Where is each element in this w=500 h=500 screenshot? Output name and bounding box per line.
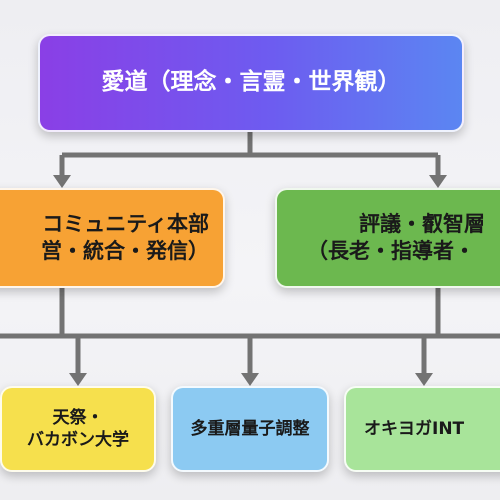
arrowhead-right-branch (429, 175, 447, 188)
root-label: 愛道（理念・言霊・世界観） (101, 69, 401, 96)
arrowhead-leaf-3 (415, 373, 433, 386)
leaf-festival-line-2: バカボン大学 (27, 430, 129, 450)
community-line-2: 営・統合・発信） (41, 239, 209, 263)
leaf-okiyoga-label: オキヨガINT (364, 418, 465, 439)
root-node: 愛道（理念・言霊・世界観） (38, 34, 464, 132)
council-line-2: （長老・指導者・ (307, 239, 475, 263)
arrowhead-left-branch (53, 175, 71, 188)
community-line-1: コミュニティ本部 (42, 211, 209, 236)
leaf-node-festival: 天祭・ バカボン大学 (0, 386, 156, 472)
leaf-node-okiyoga: オキヨガINT (344, 386, 500, 472)
arrowhead-leaf-1 (69, 373, 87, 386)
leaf-festival-line-1: 天祭・ (52, 407, 104, 428)
branch-node-council: 評議・叡智層 （長老・指導者・ (275, 188, 500, 288)
branch-node-community: コミュニティ本部 営・統合・発信） (0, 188, 225, 288)
council-line-1: 評議・叡智層 (359, 211, 485, 236)
leaf-node-quantum: 多重層量子調整 (171, 386, 329, 472)
arrowhead-leaf-2 (241, 373, 259, 386)
leaf-quantum-label: 多重層量子調整 (190, 418, 310, 439)
